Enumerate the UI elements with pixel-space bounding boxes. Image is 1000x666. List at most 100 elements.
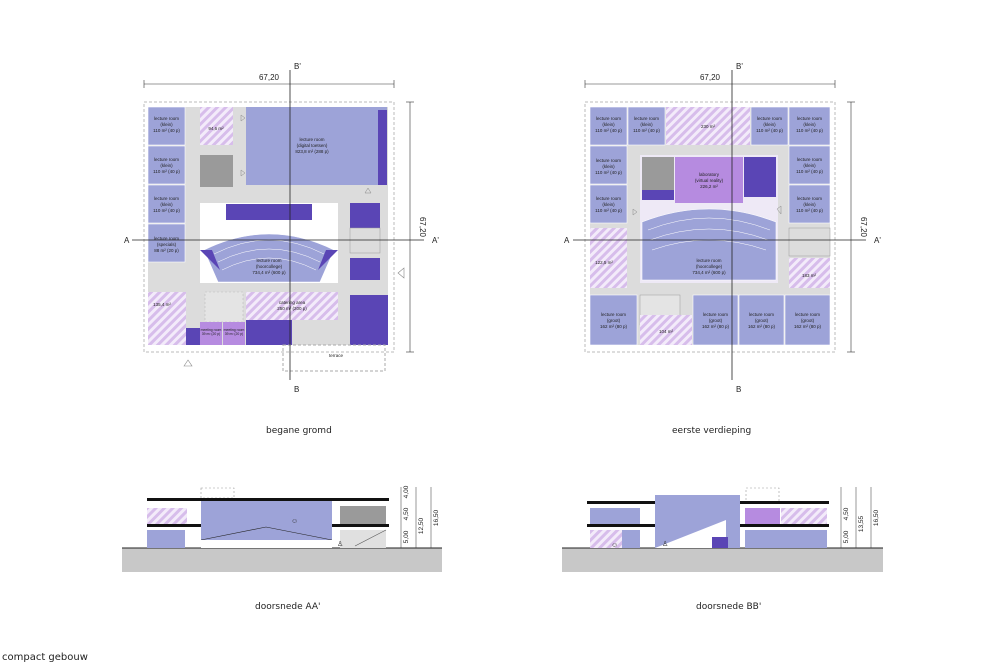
ground-bb bbox=[562, 548, 883, 572]
stair-right bbox=[349, 227, 381, 254]
terrace-outline bbox=[282, 344, 386, 372]
room-dark-right-1 bbox=[350, 203, 380, 228]
room-lr-groot-3 bbox=[738, 294, 785, 346]
room-lr-k-l4 bbox=[627, 106, 666, 146]
room-hoorcollege-ground-label: lecture room(hoorcollege)734,4 m² (600 p… bbox=[252, 258, 286, 275]
room-lr-groot-4 bbox=[784, 294, 831, 346]
caption-first-floor: eerste verdieping bbox=[672, 426, 752, 436]
footer-title: compact gebouw bbox=[2, 652, 88, 663]
room-lr-digital bbox=[246, 107, 387, 185]
svg-text:☺: ☺ bbox=[291, 518, 298, 525]
section-aa: ☺ ♙ 4,00 4,50 5,00 12,50 16,50 bbox=[122, 485, 442, 572]
room-top-area-label: 230 m² bbox=[701, 124, 716, 129]
ground-aa bbox=[122, 548, 442, 572]
dim-aa-5-00: 5,00 bbox=[403, 530, 410, 543]
entrance-marker-bottom bbox=[183, 359, 193, 367]
dim-aa-4-50: 4,50 bbox=[403, 507, 410, 520]
room-lr-klein-2-label: lecture room(klein)110 m² (40 p) bbox=[153, 157, 180, 174]
dim-aa-4-00: 4,00 bbox=[403, 485, 410, 498]
room-lr-k-r4-label: lecture room(klein)110 m² (40 p) bbox=[796, 196, 823, 213]
caption-ground-floor: begane gromd bbox=[266, 426, 332, 436]
section-b-bottom-first-label: B bbox=[736, 385, 741, 394]
svg-text:☺: ☺ bbox=[611, 542, 618, 549]
section-b-top-first-label: B' bbox=[736, 62, 743, 71]
room-catering bbox=[246, 292, 338, 320]
room-left-area bbox=[148, 292, 186, 345]
room-left-area-label: 135,4 m² bbox=[153, 302, 171, 307]
dim-bb-4-50: 4,50 bbox=[843, 507, 850, 520]
room-lr-specials bbox=[147, 223, 186, 263]
room-lr-k-l4-label: lecture room(klein)110 m² (40 p) bbox=[633, 116, 660, 133]
dim-width-label: 67,20 bbox=[259, 73, 280, 82]
core-grey bbox=[200, 155, 233, 187]
dim-bb-5-00: 5,00 bbox=[843, 530, 850, 543]
room-lr-klein-3 bbox=[147, 184, 186, 224]
room-hoorcollege-first-label: lecture room(hoorcollege)734,4 m² (600 p… bbox=[692, 258, 726, 275]
room-dark-lower-mid bbox=[246, 320, 292, 345]
dim-bb-16-50: 16,50 bbox=[873, 509, 880, 526]
room-lr-groot-2 bbox=[692, 294, 739, 346]
room-dark-first-top bbox=[744, 157, 776, 197]
svg-text:♙: ♙ bbox=[337, 540, 343, 548]
section-b-top-label: B' bbox=[294, 62, 301, 71]
room-lr-k-r1-label: lecture room(klein)110 m² (40 p) bbox=[756, 116, 783, 133]
room-lr-k-l3-label: lecture room(klein)110 m² (40 p) bbox=[595, 196, 622, 213]
room-laboratory-label: laboratory(virtual reality)226,2 m² bbox=[695, 172, 724, 189]
entrance-marker-right bbox=[397, 267, 405, 279]
dim-aa-16-50: 16,50 bbox=[433, 509, 440, 526]
dim-width-first-label: 67,20 bbox=[700, 73, 721, 82]
room-left-area-first bbox=[590, 228, 627, 288]
room-right-area-first bbox=[789, 258, 830, 288]
room-lr-k-l1-label: lecture room(klein)110 m² (40 p) bbox=[595, 116, 622, 133]
room-bottom-area-first-label: 104 m² bbox=[659, 329, 674, 334]
svg-text:♙: ♙ bbox=[662, 540, 668, 548]
room-lr-k-r4 bbox=[788, 184, 831, 224]
room-lr-k-l2 bbox=[589, 145, 628, 185]
hoorcollege-seating-first bbox=[641, 208, 777, 281]
terrace-label: terrace bbox=[329, 353, 344, 358]
room-lr-k-l2-label: lecture room(klein)110 m² (40 p) bbox=[595, 158, 622, 175]
room-lr-groot-1-label: lecture room(groot)162 m² (80 p) bbox=[600, 312, 628, 329]
section-b-bottom-label: B bbox=[294, 385, 299, 394]
stair-lower bbox=[204, 291, 244, 323]
room-lr-k-r3-label: lecture room(klein)110 m² (40 p) bbox=[796, 157, 823, 174]
room-lr-groot-3-label: lecture room(groot)162 m² (80 p) bbox=[748, 312, 776, 329]
room-lr-klein-1-label: lecture room(klein)110 m² (40 p) bbox=[153, 116, 180, 133]
section-a-right-first-label: A' bbox=[874, 236, 881, 245]
first-floor-plan: lecture room(klein)110 m² (40 p) lecture… bbox=[564, 62, 881, 394]
caption-section-aa: doorsnede AA' bbox=[255, 602, 321, 612]
stair-right-first bbox=[788, 227, 831, 257]
room-left-area-first-label: 122,5 m² bbox=[595, 260, 613, 265]
room-lr-k-r1 bbox=[750, 106, 789, 146]
section-a-left-first-label: A bbox=[564, 236, 570, 245]
room-meeting-2 bbox=[223, 322, 245, 345]
dim-aa-12-50: 12,50 bbox=[418, 517, 425, 534]
core-grey-first bbox=[642, 157, 674, 190]
section-bb: ☺ ♙ 4,50 5,00 13,55 16,50 bbox=[562, 487, 883, 572]
room-lr-groot-2-label: lecture room(groot)162 m² (80 p) bbox=[702, 312, 730, 329]
room-lr-klein-3-label: lecture room(klein)110 m² (40 p) bbox=[153, 196, 180, 213]
room-top-area bbox=[666, 107, 750, 145]
hoorcollege-upper-block bbox=[226, 204, 312, 220]
room-lr-k-r2 bbox=[788, 106, 831, 146]
room-lr-k-l1 bbox=[589, 106, 628, 146]
caption-section-bb: doorsnede BB' bbox=[696, 602, 762, 612]
room-lr-klein-1 bbox=[147, 106, 186, 146]
room-lr-klein-2 bbox=[147, 145, 186, 185]
room-small-area-label: 94,6 m² bbox=[208, 126, 224, 131]
room-lr-digital-strip bbox=[378, 110, 387, 185]
room-meeting-1 bbox=[200, 322, 222, 345]
room-dark-right-3 bbox=[350, 295, 388, 345]
room-small-area bbox=[200, 107, 233, 145]
dim-height-label: 67,20 bbox=[418, 217, 427, 238]
section-a-right-label: A' bbox=[432, 236, 439, 245]
room-bottom-area-first bbox=[640, 315, 692, 345]
room-lr-groot-4-label: lecture room(groot)162 m² (80 p) bbox=[794, 312, 822, 329]
room-lr-k-r3 bbox=[788, 145, 831, 185]
room-lr-groot-1 bbox=[589, 294, 638, 346]
room-lr-k-r2-label: lecture room(klein)110 m² (40 p) bbox=[796, 116, 823, 133]
